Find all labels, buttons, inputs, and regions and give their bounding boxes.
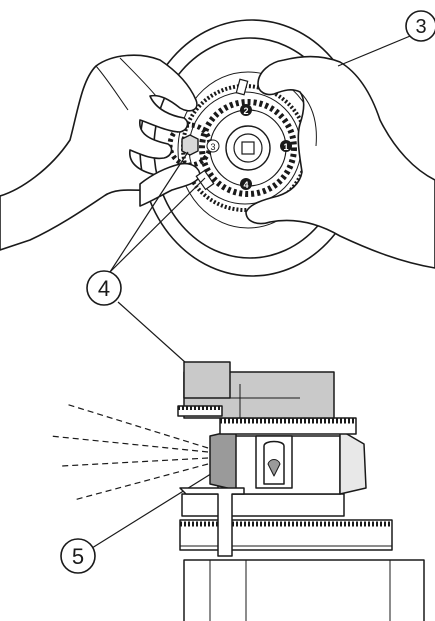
left-hand bbox=[0, 54, 198, 251]
left-finger bbox=[139, 162, 201, 207]
callout-5-label: 5 bbox=[72, 544, 84, 569]
left-flap-shaded bbox=[209, 429, 237, 491]
gear-marker-4-label: 4 bbox=[243, 180, 248, 190]
main-gear bbox=[199, 99, 297, 197]
leader-lines bbox=[91, 33, 416, 549]
gear-marker-1 bbox=[280, 140, 292, 152]
small-gear-hex bbox=[181, 134, 199, 156]
leader-5 bbox=[91, 461, 231, 549]
gear-marker-2-label: 2 bbox=[243, 106, 248, 116]
clip-bracket bbox=[179, 487, 245, 557]
callout-4: 4 bbox=[86, 270, 122, 306]
hands bbox=[0, 54, 435, 269]
gear-marker-1-label: 1 bbox=[283, 142, 288, 152]
gear-marker-3-label: 3 bbox=[210, 142, 215, 152]
leader-4a bbox=[109, 151, 189, 273]
base-column bbox=[183, 559, 425, 621]
callout-3-label: 3 bbox=[415, 16, 426, 38]
spray-lines bbox=[49, 403, 209, 501]
gear-marker-4 bbox=[240, 178, 252, 190]
gear-marker-2 bbox=[240, 104, 252, 116]
callout-5: 5 bbox=[60, 538, 96, 574]
right-flap bbox=[339, 429, 367, 495]
leader-3 bbox=[337, 33, 416, 67]
leader-4c bbox=[117, 301, 197, 373]
gear-tool bbox=[195, 78, 249, 191]
right-hand bbox=[245, 55, 435, 269]
top-housing-block bbox=[183, 361, 231, 399]
gear-marker-3 bbox=[206, 139, 220, 153]
gear-number-markers: 1 2 3 4 bbox=[206, 104, 292, 190]
leader-4b bbox=[109, 177, 206, 273]
callout-4-label: 4 bbox=[98, 276, 110, 301]
mechanism bbox=[177, 361, 425, 621]
middle-plate bbox=[181, 493, 345, 517]
center-shaft bbox=[225, 125, 271, 171]
callout-3: 3 bbox=[405, 10, 435, 42]
